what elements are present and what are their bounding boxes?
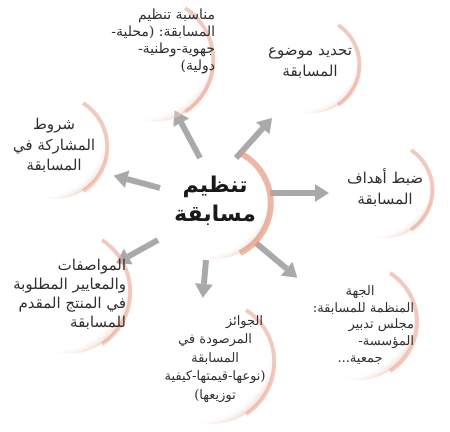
node-left-line: شروط xyxy=(33,115,75,133)
node-right: ضبط أهداف المسابقة xyxy=(340,168,430,210)
node-circle-top-left xyxy=(91,0,216,122)
node-top-left-line: دولية) xyxy=(180,58,215,75)
arrow-to-bottom-middle xyxy=(194,259,213,298)
node-right-line: ضبط أهداف xyxy=(347,169,423,187)
arrow-to-right xyxy=(270,184,329,202)
arrow-to-left xyxy=(113,170,161,191)
node-bottom-middle-line: توزيعها) xyxy=(194,387,236,403)
node-right-line: المسابقة xyxy=(357,190,413,208)
node-bottom-middle: الجوائز المرصودة في المسابقة (نوعها-قيمت… xyxy=(155,313,275,405)
node-top-right-line: تحديد موضوع xyxy=(268,41,352,59)
node-bottom-right-line: الجهة xyxy=(345,284,375,299)
node-left-bottom: المواصفات والمعايير المطلوبة في المنتج ا… xyxy=(4,256,126,332)
arrow-to-bottom-right xyxy=(254,240,298,278)
node-left-line: المسابقة xyxy=(26,156,82,175)
node-left-bottom-line: للمسابقة xyxy=(70,312,126,331)
node-left: شروط المشاركة في المسابقة xyxy=(4,114,104,176)
node-bottom-middle-line: المرصودة في المسابقة xyxy=(178,332,252,366)
node-top-left: مناسبة تنظيم المسابقة: (محلية- جهوية-وطن… xyxy=(95,7,215,75)
node-bottom-right: الجهة المنظمة للمسابقة: مجلس تدبير المؤس… xyxy=(306,284,414,367)
node-circle-left-bottom xyxy=(6,230,133,354)
node-left-bottom-line: في المنتج المقدم xyxy=(18,293,126,312)
center-circle xyxy=(159,147,274,259)
node-left-bottom-line: والمعايير المطلوبة xyxy=(13,274,126,293)
node-top-left-line: المسابقة: (محلية- xyxy=(111,24,215,41)
node-circle-left xyxy=(3,95,110,199)
center-label-line1: تنظيم xyxy=(182,173,248,198)
center-label-line2: مسابقة xyxy=(174,201,256,227)
node-left-bottom-line: المواصفات xyxy=(57,256,126,274)
node-circle-top-right xyxy=(264,17,362,113)
node-top-right: تحديد موضوع المسابقة xyxy=(260,40,360,82)
center-label: تنظيم مسابقة xyxy=(165,172,265,229)
node-bottom-middle-line: (نوعها-قيمتها-كيفية xyxy=(164,369,266,385)
node-bottom-middle-line: الجوائز xyxy=(225,314,263,329)
node-left-line: المشاركة في xyxy=(12,135,96,154)
node-bottom-right-line: مجلس تدبير المؤسسة- xyxy=(348,317,414,349)
node-circle-bottom-middle xyxy=(150,300,277,424)
node-circle-bottom-right xyxy=(300,264,419,380)
node-bottom-right-line: جمعية... xyxy=(337,350,383,366)
node-bottom-right-line: المنظمة للمسابقة: xyxy=(312,300,414,316)
node-top-left-line: جهوية-وطنية- xyxy=(137,41,215,58)
node-top-right-line: المسابقة xyxy=(282,62,338,80)
node-top-left-line: مناسبة تنظيم xyxy=(137,7,215,23)
node-circle-right xyxy=(337,142,435,238)
